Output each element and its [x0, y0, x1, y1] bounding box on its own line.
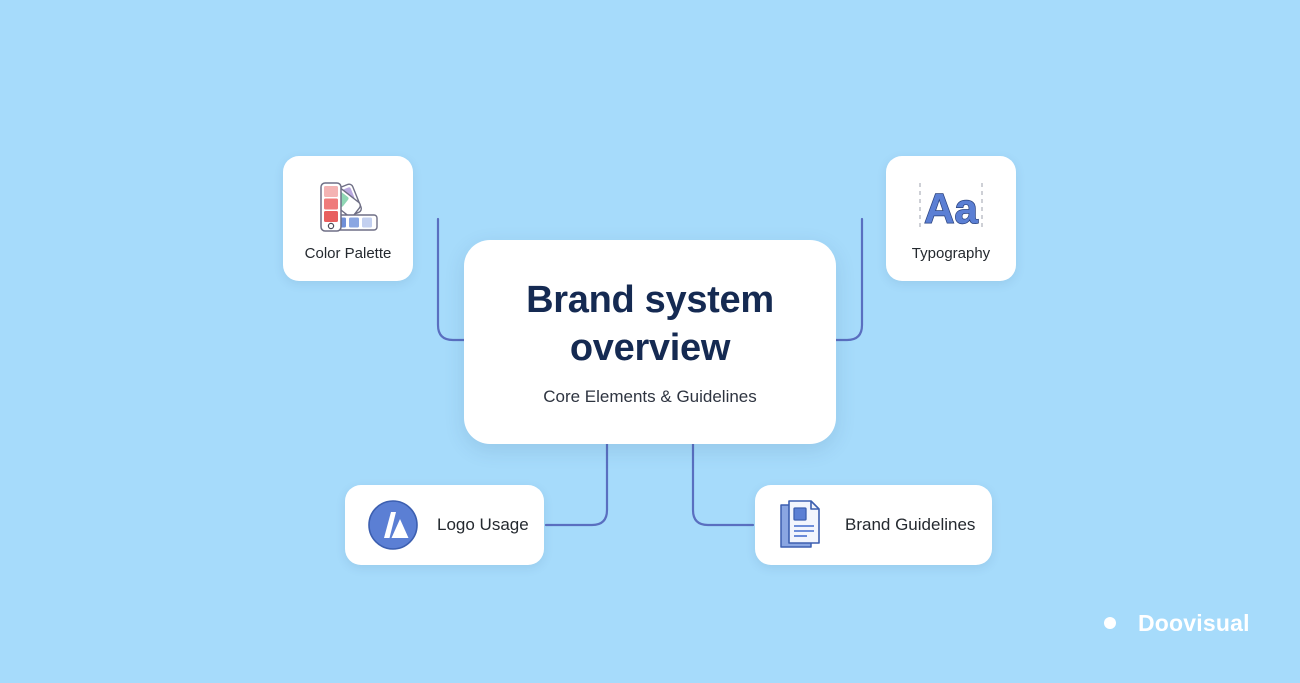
hub-title: Brand system overview [526, 279, 774, 369]
document-pages-icon [777, 497, 827, 553]
node-label-color-palette: Color Palette [304, 245, 392, 262]
node-label-logo-usage: Logo Usage [437, 515, 529, 534]
watermark-brand-text: Doovisual [1138, 609, 1250, 636]
connector-brand-guidelines [691, 442, 755, 527]
hub-subtitle: Core Elements & Guidelines [543, 386, 757, 406]
svg-text:Aa: Aa [924, 185, 978, 232]
connector-logo-usage [544, 442, 609, 527]
connector-typography [834, 217, 864, 342]
node-card-typography[interactable]: Aa Typography [886, 156, 1016, 281]
watermark: Doovisual [1098, 608, 1250, 638]
node-card-logo-usage[interactable]: Logo Usage [345, 485, 544, 565]
doovisual-circle-mark-icon [1098, 608, 1128, 638]
node-label-typography: Typography [911, 245, 991, 262]
hub-card[interactable]: Brand system overview Core Elements & Gu… [464, 240, 836, 444]
color-palette-icon [311, 179, 385, 235]
logo-mark-icon [367, 499, 419, 551]
node-card-brand-guidelines[interactable]: Brand Guidelines [755, 485, 992, 565]
node-label-brand-guidelines: Brand Guidelines [845, 515, 976, 534]
typography-aa-icon: Aa [913, 179, 989, 235]
connector-color-palette [436, 217, 468, 342]
node-card-color-palette[interactable]: Color Palette [283, 156, 413, 281]
